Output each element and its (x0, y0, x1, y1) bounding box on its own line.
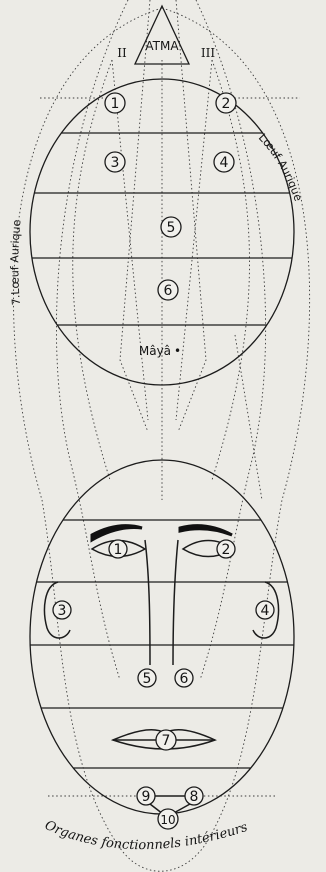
svg-text:4: 4 (220, 155, 229, 171)
left-eye: 1 (92, 540, 145, 558)
svg-text:2: 2 (222, 542, 231, 558)
roman-iii-label: III (201, 46, 215, 60)
svg-text:6: 6 (180, 671, 189, 687)
svg-text:1: 1 (111, 96, 120, 112)
top-point-5: 5 (161, 217, 181, 237)
dotted-curve-left-2 (73, 60, 112, 480)
dotted-line-left (112, 60, 148, 420)
right-ear: 4 (253, 582, 278, 638)
dotted-line-c (235, 335, 262, 500)
svg-text:2: 2 (222, 96, 231, 112)
right-nostril: 6 (175, 669, 193, 687)
mouth: 7 (113, 730, 215, 750)
top-point-4: 4 (214, 152, 234, 172)
top-point-2: 2 (216, 93, 236, 113)
bottom-caption: Organes fonctionnels intérieurs (42, 818, 249, 853)
top-point-1: 1 (105, 93, 125, 113)
right-side-label: Lœuf Aurique (256, 131, 305, 203)
svg-text:6: 6 (164, 283, 173, 299)
nose-bridge (145, 540, 178, 665)
svg-text:5: 5 (143, 671, 152, 687)
right-eyebrow (180, 526, 232, 535)
right-eye: 2 (183, 540, 235, 558)
svg-text:10: 10 (160, 813, 175, 827)
maya-label: Mâyâ• (139, 344, 181, 358)
svg-text:5: 5 (167, 220, 176, 236)
organs-cluster: 9 8 10 (137, 787, 203, 829)
left-side-label: 7.Lœuf Aurique (8, 219, 23, 306)
atma-label: ATMA (145, 39, 179, 53)
top-point-3: 3 (105, 152, 125, 172)
svg-text:3: 3 (58, 603, 67, 619)
svg-text:4: 4 (261, 603, 270, 619)
svg-text:1: 1 (114, 542, 123, 558)
dotted-curve-right-2 (212, 60, 250, 480)
left-nostril: 5 (138, 669, 156, 687)
svg-text:7: 7 (162, 733, 171, 749)
dotted-line-b (176, 0, 206, 432)
svg-text:3: 3 (111, 155, 120, 171)
svg-text:8: 8 (190, 789, 199, 805)
left-ear: 3 (45, 582, 71, 638)
roman-ii-label: II (117, 46, 127, 60)
svg-text:9: 9 (142, 789, 151, 805)
dotted-line-right (176, 60, 212, 420)
dotted-line-a (120, 0, 150, 432)
left-eyebrow (92, 526, 142, 540)
top-point-6: 6 (158, 280, 178, 300)
atma-triangle (135, 6, 189, 64)
